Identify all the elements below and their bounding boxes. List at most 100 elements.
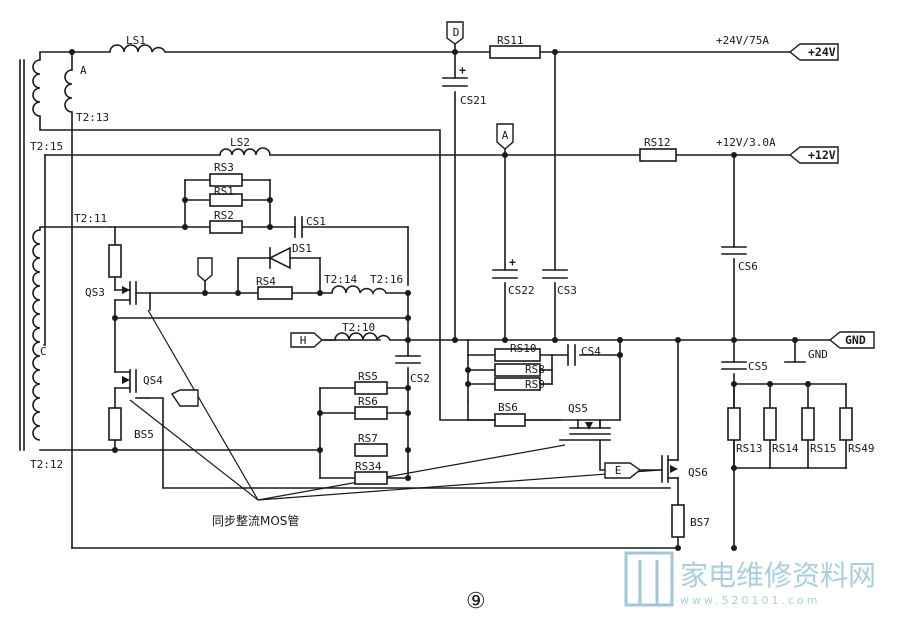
- resistor-rs15: [801, 407, 815, 441]
- resistor-rs6: [354, 406, 388, 420]
- figure-number: ⑨: [466, 589, 486, 614]
- label-rs1: RS1: [214, 185, 234, 198]
- label-rs49: RS49: [848, 442, 875, 455]
- resistor-rs10: [494, 348, 541, 362]
- mosfet-qs6: [642, 455, 679, 483]
- label-cs22: CS22: [508, 284, 535, 297]
- label-ds1: DS1: [292, 242, 312, 255]
- label-connector-e: E: [615, 464, 622, 477]
- label-cs21: CS21: [460, 94, 487, 107]
- label-cs4: CS4: [581, 345, 601, 358]
- label-rs10: RS10: [510, 342, 537, 355]
- inductor-ls1: [109, 44, 166, 53]
- diode-ds1: [268, 246, 291, 270]
- watermark: 家电维修资料网 www.520101.com: [624, 551, 876, 607]
- label-qs6: QS6: [688, 466, 708, 479]
- svg-text:+: +: [509, 255, 516, 269]
- label-t2-15: T2:15: [30, 140, 63, 153]
- label-t2-12: T2:12: [30, 458, 63, 471]
- label-t2-14: T2:14: [324, 273, 357, 286]
- svg-text:+: +: [459, 63, 466, 77]
- label-bs5: BS5: [134, 428, 154, 441]
- label-gnd: GND: [808, 348, 828, 361]
- resistor-rs9: [494, 377, 541, 391]
- labels: D A H E +24V/75A +24V +12V/3.0A +12V GND…: [30, 26, 875, 614]
- label-cs2: CS2: [410, 372, 430, 385]
- label-cs6: CS6: [738, 260, 758, 273]
- resistor-rs13: [727, 407, 741, 441]
- resistor-rs4: [257, 286, 293, 300]
- resistor-bs5: [108, 407, 122, 441]
- label-rs7: RS7: [358, 432, 378, 445]
- label-qs3: QS3: [85, 286, 105, 299]
- resistor-rs8: [494, 363, 541, 377]
- resistor-rs11: [489, 45, 541, 59]
- label-t2-10: T2:10: [342, 321, 375, 334]
- label-cs3: CS3: [557, 284, 577, 297]
- label-rs12: RS12: [644, 136, 671, 149]
- label-12v-rating: +12V/3.0A: [716, 136, 776, 149]
- resistors: [108, 45, 853, 538]
- junction-dots: [69, 49, 811, 551]
- wiring: [39, 39, 847, 549]
- label-t2-16: T2:16: [370, 273, 403, 286]
- watermark-name: 家电维修资料网: [680, 559, 876, 592]
- label-bs6: BS6: [498, 401, 518, 414]
- label-node-a: A: [80, 64, 87, 77]
- resistor-rs49: [839, 407, 853, 441]
- resistor-rs7: [354, 443, 388, 457]
- label-rs11: RS11: [497, 34, 524, 47]
- transformer: [19, 59, 73, 451]
- label-rs8: RS8: [525, 363, 545, 376]
- resistor-rs1: [209, 193, 243, 207]
- mosfet-qs3: [114, 281, 151, 311]
- label-connector-d: D: [453, 26, 460, 39]
- capacitors: + +: [294, 63, 747, 370]
- resistor-rs34: [354, 471, 388, 485]
- label-qs4: QS4: [143, 374, 163, 387]
- connector-h: [290, 332, 324, 348]
- resistor-rs5: [354, 381, 388, 395]
- label-24v-tag: +24V: [808, 45, 836, 59]
- watermark-url: www.520101.com: [680, 594, 820, 607]
- connector-e: [604, 462, 642, 479]
- label-t2-13: T2:13: [76, 111, 109, 124]
- connector-a: [496, 123, 514, 150]
- label-connector-a: A: [502, 129, 509, 142]
- output-tag-12v: [788, 146, 839, 164]
- resistor-rs12: [639, 148, 677, 162]
- resistor-rs2: [209, 220, 243, 234]
- label-rs13: RS13: [736, 442, 763, 455]
- watermark-logo: [624, 551, 674, 607]
- mosfet-qs4: [114, 369, 149, 399]
- inductor-ls2: [219, 147, 271, 156]
- output-tag-24v: [788, 43, 839, 61]
- connector-qs4-tag: [170, 389, 199, 407]
- resistor-rs3: [209, 173, 243, 187]
- label-connector-h: H: [300, 334, 307, 347]
- label-bs7: BS7: [690, 516, 710, 529]
- label-gnd-tag: GND: [845, 333, 866, 347]
- resistor-rs14: [763, 407, 777, 441]
- label-rs6: RS6: [358, 395, 378, 408]
- label-ls2: LS2: [230, 136, 250, 149]
- label-ls1: LS1: [126, 34, 146, 47]
- output-tag-gnd: [828, 331, 875, 349]
- label-rs9: RS9: [525, 378, 545, 391]
- label-rs3: RS3: [214, 161, 234, 174]
- connector-d: [446, 21, 464, 45]
- label-12v-tag: +12V: [808, 148, 836, 162]
- label-rs15: RS15: [810, 442, 837, 455]
- label-rs4: RS4: [256, 275, 276, 288]
- resistor-bs6: [494, 413, 526, 427]
- connector-gate-tag: [197, 257, 213, 282]
- connectors: [170, 21, 875, 479]
- resistor-qs3-gate: [108, 244, 122, 278]
- winding-t2-14-16: [331, 285, 387, 296]
- label-24v-rating: +24V/75A: [716, 34, 769, 47]
- resistor-bs7: [671, 504, 685, 538]
- label-rs5: RS5: [358, 370, 378, 383]
- label-t2-11: T2:11: [74, 212, 107, 225]
- annotation-sync-rectifier: 同步整流MOS管: [212, 513, 299, 528]
